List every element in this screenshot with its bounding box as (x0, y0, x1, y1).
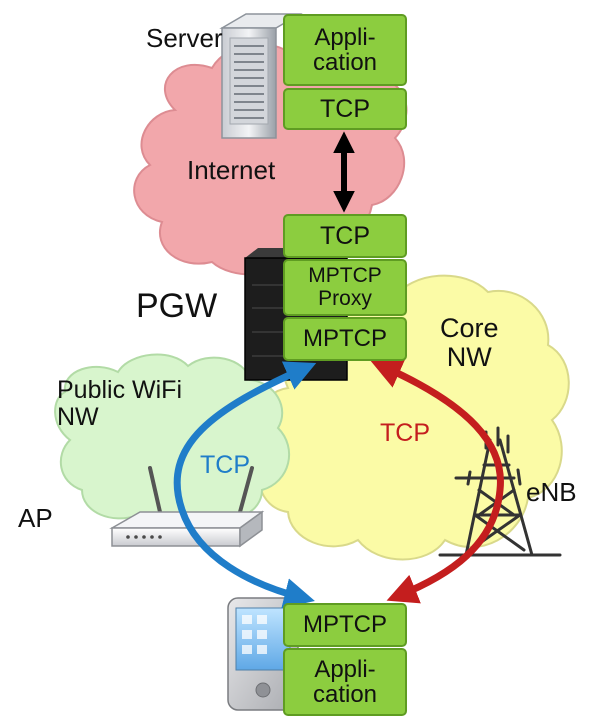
public-wifi-nw-label: Public WiFi NW (57, 376, 183, 431)
pgw-label: PGW (136, 287, 218, 325)
ue-application-box: Appli- cation (283, 648, 407, 716)
lte-tcp-label: TCP (380, 419, 430, 447)
pgw-mptcp-proxy-box: MPTCP Proxy (283, 259, 407, 316)
wifi-tcp-path (173, 361, 317, 609)
ue-mptcp-box: MPTCP (283, 603, 407, 647)
lte-tcp-path (370, 359, 504, 604)
pgw-mptcp-box: MPTCP (283, 317, 407, 361)
server-icon (219, 13, 303, 139)
ap-label: AP (18, 503, 53, 533)
core-nw-label: Core NW (440, 313, 499, 373)
pgw-tcp-box: TCP (283, 214, 407, 258)
phone-icon (227, 597, 299, 711)
server-tcp-box: TCP (283, 88, 407, 130)
enb-label: eNB (526, 477, 577, 507)
internet-label: Internet (187, 155, 276, 185)
server-label: Server (146, 23, 223, 53)
server-application-box: Appli- cation (283, 14, 407, 86)
wifi-cloud (54, 353, 291, 531)
wifi-tcp-label: TCP (200, 451, 250, 479)
